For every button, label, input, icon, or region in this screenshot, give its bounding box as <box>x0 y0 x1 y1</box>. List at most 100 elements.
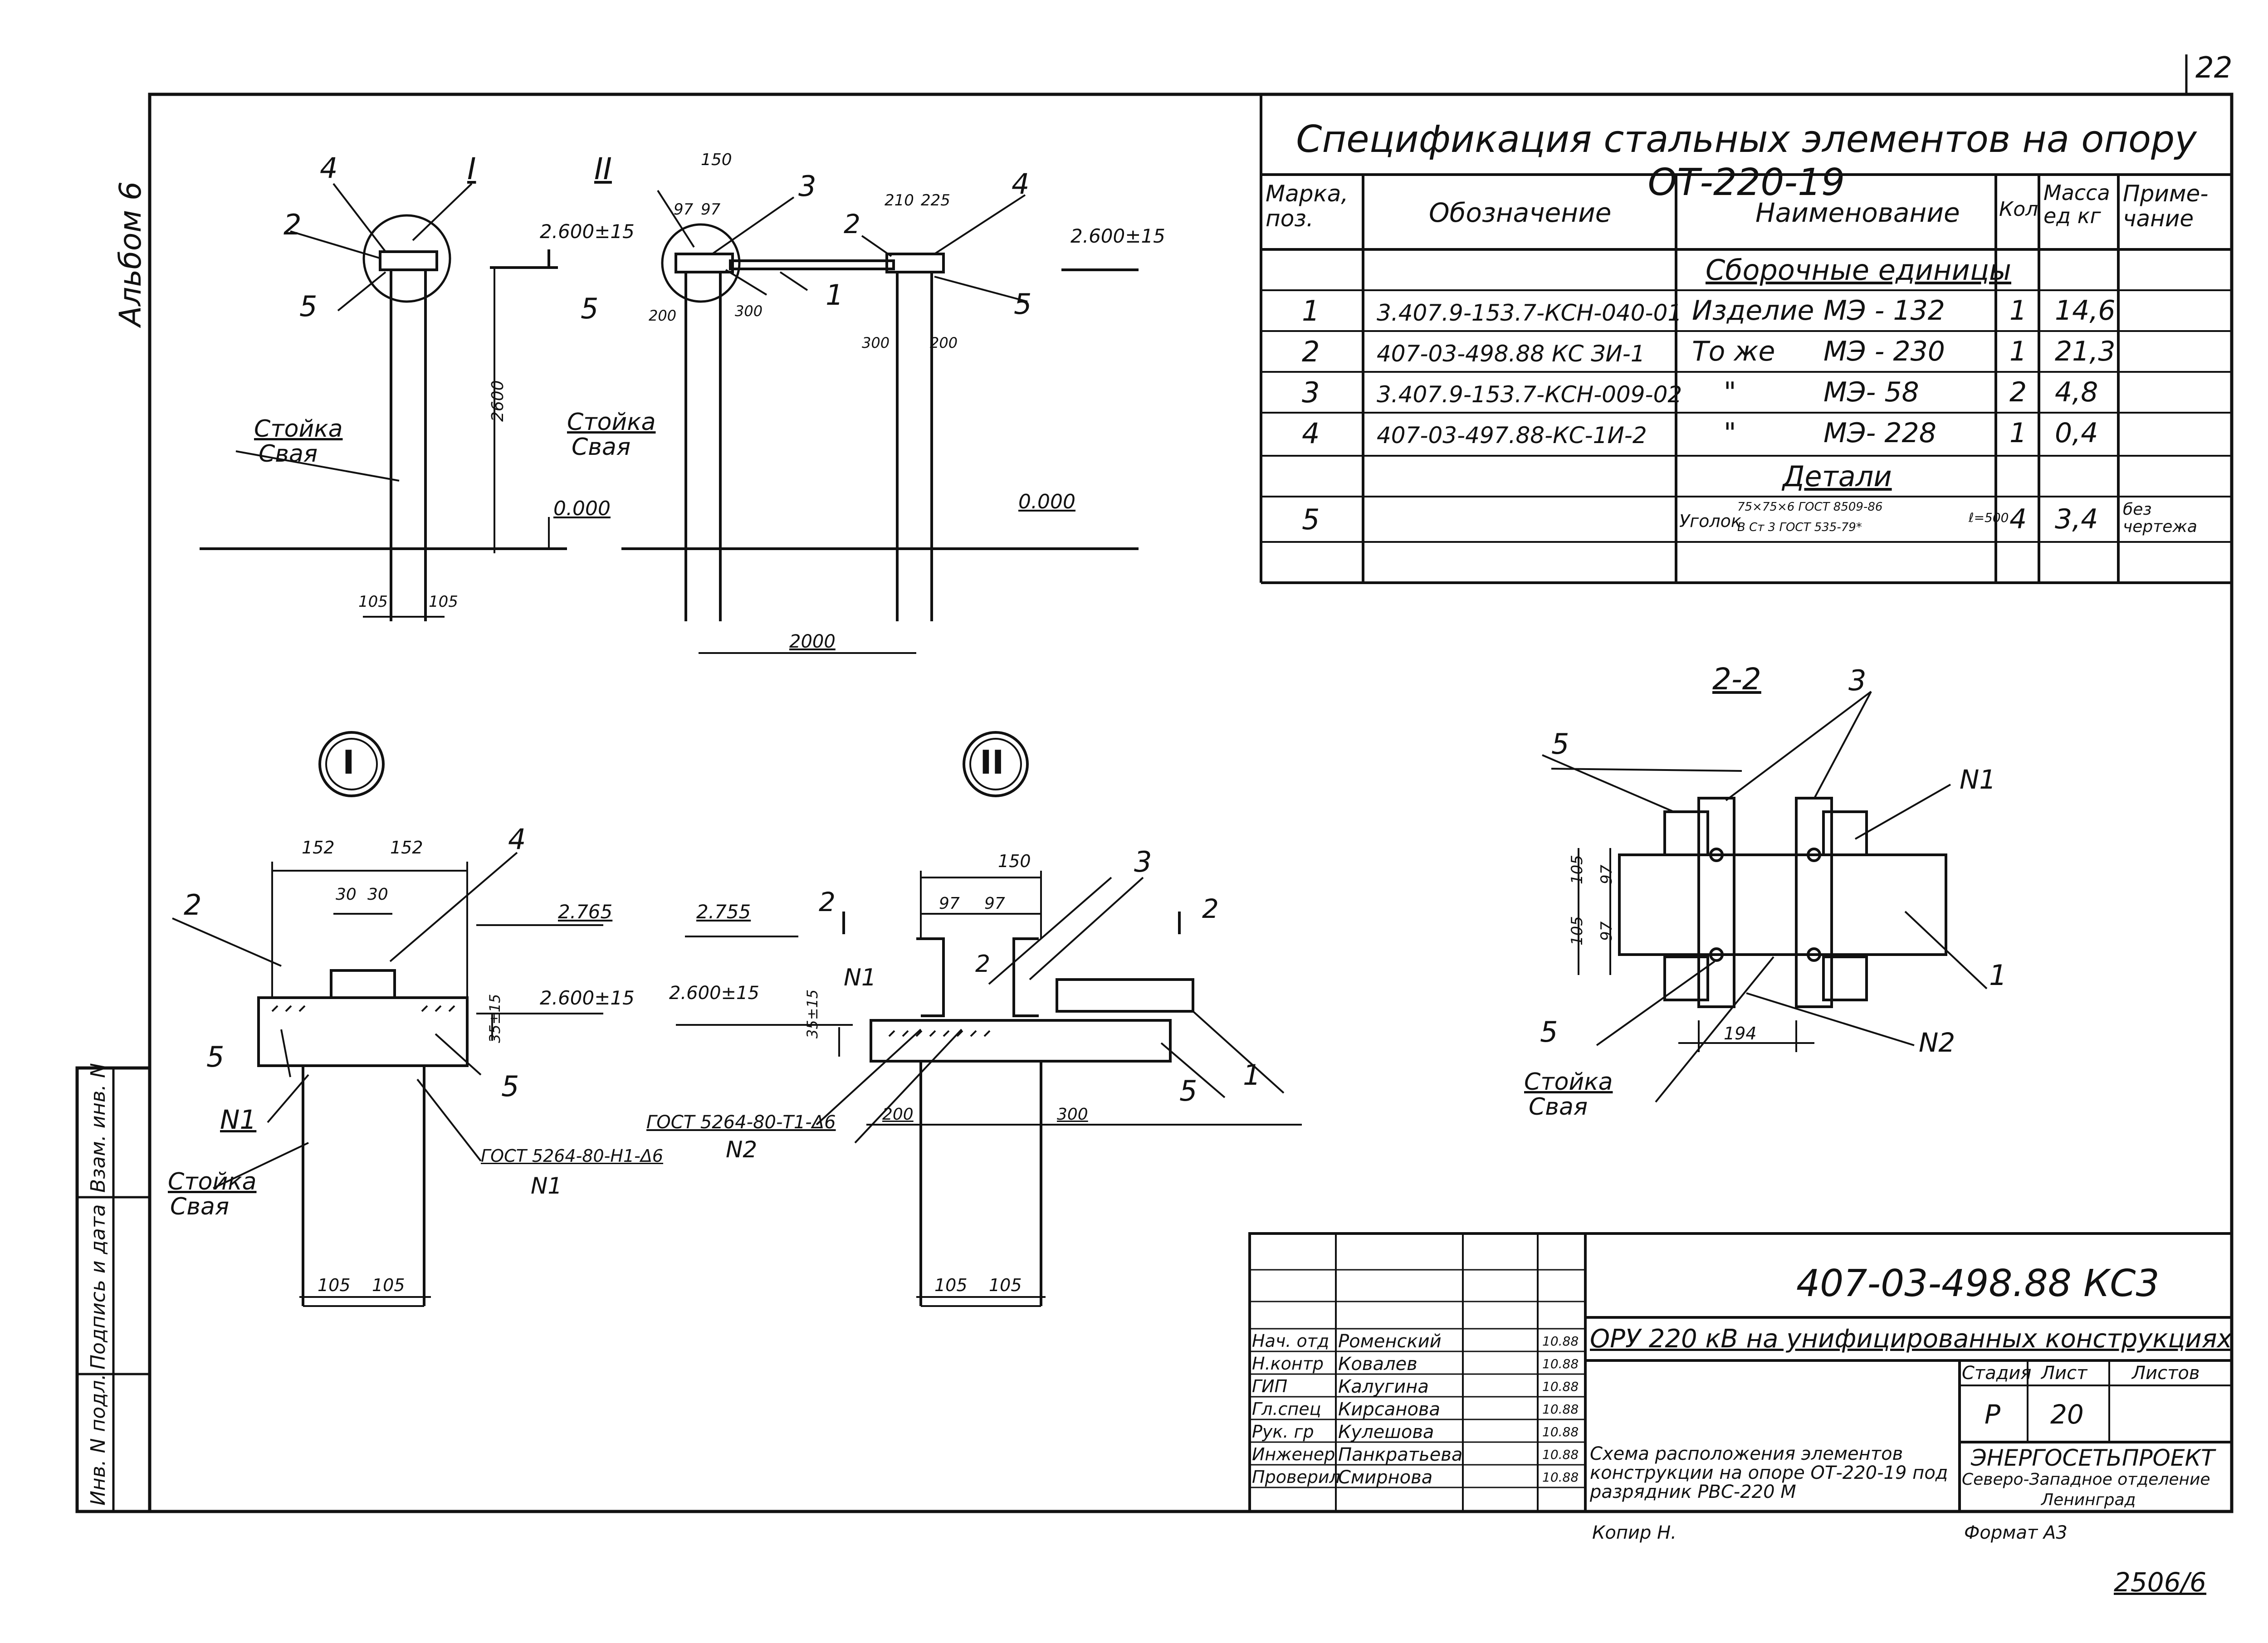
staff-date-1: 10.88 <box>1542 1334 1579 1349</box>
section-2-2-dim-105b: 105 <box>1568 916 1586 946</box>
frame-label-pile: Свая <box>572 434 631 461</box>
detail-II-dim-200: 200 <box>882 1105 914 1124</box>
frame-dim-97a: 97 <box>674 200 694 219</box>
title-sheets-header: Листов <box>2132 1363 2200 1384</box>
staff-date-3: 10.88 <box>1542 1379 1579 1394</box>
section-2-2-callout-N2: N2 <box>1919 1027 1955 1058</box>
title-project: ОРУ 220 кВ на унифицированных конструкци… <box>1590 1324 2232 1354</box>
detail-II-weld: ГОСТ 5264-80-Т1-Δ6 <box>646 1112 836 1133</box>
frame-callout-4: 4 <box>1012 167 1030 200</box>
detail-I-dim-152b: 152 <box>390 838 423 858</box>
detail-I-dim-152a: 152 <box>302 838 335 858</box>
detail-II-callout-1: 1 <box>1243 1058 1261 1092</box>
detail-I-dim-105a: 105 <box>318 1275 351 1295</box>
frame-callout-II: II <box>594 151 612 186</box>
staff-role-2: Н.контр <box>1252 1354 1324 1374</box>
spec-row-2-mass: 21,3 <box>2055 336 2116 367</box>
main-callout-4: 4 <box>320 151 338 185</box>
detail-II-level-2755: 2.755 <box>696 901 751 923</box>
staff-name-4: Кирсанова <box>1338 1399 1440 1420</box>
staff-date-5: 10.88 <box>1542 1424 1579 1439</box>
frame-callout-5b: 5 <box>1014 288 1032 321</box>
frame-dim-200b: 200 <box>930 334 958 351</box>
detail-II-dim-97b: 97 <box>984 894 1005 913</box>
detail-II-callout-5: 5 <box>1179 1074 1198 1107</box>
title-stage: Р <box>1984 1399 2000 1430</box>
frame-view-linework <box>657 190 1139 654</box>
detail-I-callout-5b: 5 <box>501 1070 519 1103</box>
frame-dim-200a: 200 <box>649 307 677 324</box>
spec-row-4-name-b: МЭ- 228 <box>1823 417 1936 449</box>
section-2-2-callout-N1: N1 <box>1960 764 1996 795</box>
spec-row-3-qty: 2 <box>2009 376 2027 408</box>
staff-name-3: Калугина <box>1338 1376 1429 1397</box>
side-stamp-sign: Подпись и дата <box>87 1204 110 1370</box>
spec-row-2-qty: 1 <box>2009 336 2027 367</box>
spec-row-1-pos: 1 <box>1302 294 1320 327</box>
detail-II-level-2600: 2.600±15 <box>669 983 759 1004</box>
main-level-top: 2.600±15 <box>540 220 635 243</box>
staff-name-5: Кулешова <box>1338 1422 1434 1443</box>
spec-row-3-pos: 3 <box>1302 376 1320 409</box>
main-level-zero: 0.000 <box>553 497 611 520</box>
spec-detail-mass: 3,4 <box>2055 503 2098 535</box>
section-2-2-callout-5b: 5 <box>1540 1015 1558 1048</box>
main-callout-I: I <box>467 151 476 186</box>
album-label: Альбом 6 <box>113 181 148 327</box>
section-2-2-callout-1: 1 <box>1989 959 2007 992</box>
spec-row-3-mass: 4,8 <box>2055 376 2098 408</box>
spec-detail-note: без чертежа <box>2123 500 2197 536</box>
spec-detail-frac-bot: В Ст 3 ГОСТ 535-79* <box>1737 521 1862 534</box>
section-2-2-label-post: Стойка <box>1524 1068 1613 1096</box>
staff-role-1: Нач. отд <box>1252 1331 1330 1351</box>
frame-callout-1: 1 <box>826 278 844 312</box>
spec-row-2-pos: 2 <box>1302 335 1320 368</box>
page-number: 22 <box>2195 51 2233 85</box>
spec-row-4-name-a: " <box>1724 417 1736 449</box>
detail-II-callout-N1: N1 <box>844 964 876 991</box>
spec-header-qty: Кол <box>1999 198 2038 221</box>
spec-detail-qty: 4 <box>2009 503 2027 535</box>
spec-row-1-name-a: Изделие <box>1692 295 1814 327</box>
detail-I-heading: I <box>342 743 355 781</box>
main-callout-5: 5 <box>299 290 318 323</box>
spec-detail-name: Уголок <box>1679 511 1741 531</box>
title-sheet: 20 <box>2050 1399 2084 1430</box>
staff-name-1: Роменский <box>1338 1331 1442 1352</box>
frame-dim-150: 150 <box>701 151 732 169</box>
side-stamp-replace: Взам. инв. N <box>87 1063 110 1193</box>
spec-row-1-qty: 1 <box>2009 295 2027 327</box>
detail-I-label-pile: Свая <box>170 1193 230 1220</box>
detail-II-dim-105a: 105 <box>934 1275 968 1295</box>
frame-label-post: Стойка <box>567 409 656 436</box>
staff-role-6: Инженер <box>1252 1444 1335 1464</box>
detail-I-level-2600: 2.600±15 <box>540 987 635 1009</box>
detail-II-dim-97a: 97 <box>939 894 960 913</box>
detail-II-dim-300: 300 <box>1057 1105 1088 1124</box>
main-label-pile: Свая <box>259 440 318 468</box>
spec-row-2-name-b: МЭ - 230 <box>1823 336 1945 367</box>
detail-II-cut-2a: 2 <box>819 887 836 917</box>
detail-I-callout-5a: 5 <box>206 1040 225 1073</box>
detail-I-level-2765: 2.765 <box>558 901 613 923</box>
frame-dim-225: 225 <box>921 191 950 210</box>
detail-I-linework <box>172 731 603 1307</box>
specification-table: Спецификация стальных элементов на опору… <box>1261 104 2232 580</box>
spec-row-1-mass: 14,6 <box>2055 295 2116 327</box>
drawing-frame <box>148 93 2234 1513</box>
title-org-2: Северо-Западное отделение <box>1962 1470 2210 1489</box>
staff-name-6: Панкратьева <box>1338 1444 1463 1465</box>
detail-II-weld-n: N2 <box>726 1136 758 1163</box>
frame-dim-300a: 300 <box>735 302 763 320</box>
title-sheet-header: Лист <box>2041 1363 2087 1384</box>
frame-callout-2: 2 <box>844 209 860 239</box>
main-dim-right: 105 <box>429 593 458 611</box>
title-copied: Копир Н. <box>1592 1522 1677 1543</box>
detail-I-weld-n: N1 <box>531 1173 562 1199</box>
side-stamp-inv: Инв. N подл. <box>87 1374 110 1506</box>
detail-II-dim-105b: 105 <box>989 1275 1022 1295</box>
section-2-2-dim-194: 194 <box>1724 1024 1757 1043</box>
section-2-2-dim-105a: 105 <box>1568 855 1586 884</box>
spec-row-1-name-b: МЭ - 132 <box>1823 295 1945 327</box>
detail-I-dim-30a: 30 <box>336 885 357 904</box>
